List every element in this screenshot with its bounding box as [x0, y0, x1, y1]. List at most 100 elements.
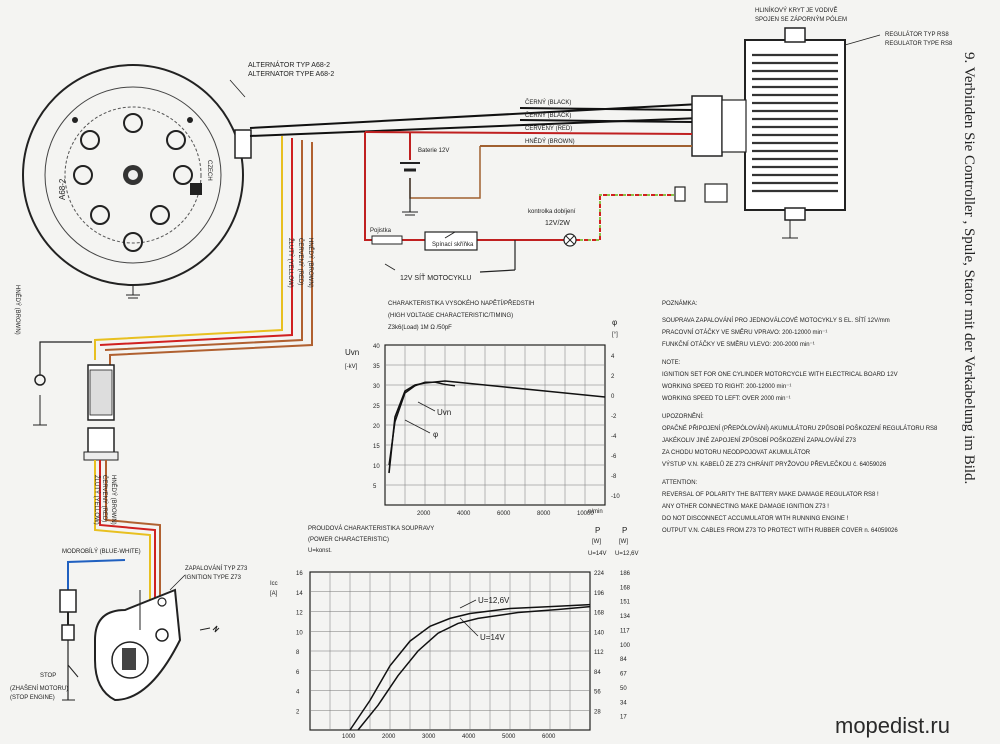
chart1-uvn-curve — [388, 380, 606, 474]
chart2-y-tick: 2 — [296, 709, 300, 715]
lamp-connector-2 — [704, 183, 728, 203]
chart2-p2-tick: 168 — [620, 585, 631, 591]
ground-note-2: SPOJEN SE ZÁPORNÝM PÓLEM — [755, 16, 847, 23]
regulator — [691, 27, 881, 239]
battery — [400, 162, 420, 216]
chart1-x-tick: 6000 — [497, 511, 511, 517]
harness-wires — [364, 107, 693, 273]
chart1-y-tick: 25 — [373, 404, 380, 410]
chart1-phi-curve — [388, 381, 456, 466]
chart1-y2-tick: -8 — [611, 474, 617, 480]
chart1-x-tick: 8000 — [537, 511, 551, 517]
chart2-title-3: U=konst. — [308, 548, 332, 554]
chart2-title-1: PROUDOVÁ CHARAKTERISTIKA SOUPRAVY — [308, 525, 434, 532]
chart2-ylabel-1: Icc — [270, 581, 278, 587]
chart1-y-tick: 20 — [373, 424, 380, 430]
chart2-p1-label: P — [595, 526, 600, 535]
chart2-p1-tick: 56 — [594, 690, 601, 696]
notes-line: ZA CHODU MOTORU NEODPOJOVAT AKUMULÁTOR — [662, 449, 811, 456]
chart2-y-tick: 4 — [296, 690, 300, 696]
lamp-label-1: kontrolka dobíjení — [528, 209, 576, 215]
chart2-p2-volt: U=12,6V — [615, 551, 639, 557]
notes-line: UPOZORNĚNÍ: — [662, 412, 704, 420]
chart2-p2-tick: 117 — [620, 628, 630, 634]
notes-line: IGNITION SET FOR ONE CYLINDER MOTORCYCLE… — [662, 372, 898, 378]
chart1-title-3: Z3k6(Load) 1M Ω /50pF — [388, 325, 452, 331]
chart1-y2-tick: -6 — [611, 454, 617, 460]
battery-label: Baterie 12V — [418, 148, 449, 154]
wire-red-label: ČERVENÝ (RED) — [525, 125, 572, 132]
ignition-unit — [94, 574, 220, 702]
ground-note-1: HLINÍKOVÝ KRYT JE VODIVĚ — [755, 6, 837, 14]
chart1-title-1: CHARAKTERISTIKA VYSOKÉHO NAPĚTÍ/PŘEDSTIH — [388, 299, 534, 307]
notes-heading: POZNÁMKA: — [662, 300, 698, 307]
chart2-u14-curve — [357, 605, 591, 731]
chart2-p1-tick: 196 — [594, 591, 605, 597]
chart1-x-tick: 10000 — [577, 511, 594, 517]
chart2-p1-tick: 140 — [594, 630, 605, 636]
wire-yellow-bot-label: ŽLUTÝ (YELLOW) — [93, 475, 101, 525]
chart1-xunit: n/min — [588, 509, 603, 515]
chart2-y-tick: 8 — [296, 650, 300, 656]
wire-black-label-2: ČERNÝ (BLACK) — [525, 112, 571, 119]
chart1-y-tick: 30 — [373, 384, 380, 390]
chart1-uvn-label: Uvn — [437, 408, 451, 417]
notes-line: NOTE: — [662, 360, 681, 366]
chart2-p2-tick: 34 — [620, 700, 627, 706]
chart2-ylabel-2: [A] — [270, 591, 278, 597]
chart2-p2-tick: 134 — [620, 614, 631, 620]
chart1-ylabel-2: [-kV] — [345, 364, 358, 370]
stop-note-cz: (ZHAŠENÍ MOTORU) — [10, 685, 68, 692]
wire-brown-left-label: HNĚDÝ (BROWN) — [14, 285, 22, 335]
chart1: CHARAKTERISTIKA VYSOKÉHO NAPĚTÍ/PŘEDSTIH… — [345, 299, 620, 517]
chart1-y2label-2: [°] — [612, 332, 618, 338]
notes-line: REVERSAL OF POLARITY THE BATTERY MAKE DA… — [662, 492, 879, 498]
chart1-y2-tick: -4 — [611, 434, 617, 440]
chart2-y-tick: 6 — [296, 670, 300, 676]
notes-line: DO NOT DISCONNECT ACCUMULATOR WITH RUNNI… — [662, 516, 849, 522]
chart2-p2-tick: 186 — [620, 571, 631, 577]
chart2-y-tick: 10 — [296, 630, 303, 636]
side-title: 9. Verbinden Sie Controller , Spule, Sta… — [961, 52, 977, 484]
chart1-y2-tick: -2 — [611, 414, 617, 420]
chart1-y-tick: 15 — [373, 444, 380, 450]
chart1-title-2: (HIGH VOLTAGE CHARACTERISTIC/TIMING) — [388, 313, 513, 319]
chart1-y2-tick: 0 — [611, 394, 615, 400]
chart1-y-tick: 35 — [373, 364, 380, 370]
regulator-label-cz: REGULÁTOR TYP RS8 — [885, 31, 949, 38]
chart2-p2-tick: 67 — [620, 672, 627, 678]
chart2-x-tick: 6000 — [542, 734, 556, 740]
notes-line: ANY OTHER CONNECTING MAKE DAMAGE IGNITIO… — [662, 504, 829, 510]
chart2-p2-tick: 151 — [620, 600, 631, 606]
notes-block: POZNÁMKA: SOUPRAVA ZAPALOVÁNÍ PRO JEDNOV… — [662, 300, 938, 534]
alternator-label-en: ALTERNATOR TYPE A68-2 — [248, 71, 334, 78]
blue-white-label: MODROBÍLÝ (BLUE-WHITE) — [62, 548, 141, 555]
ignition-switch — [424, 231, 478, 251]
chart2-p1-tick: 168 — [594, 611, 605, 617]
wire-brown-bot-label: HNĚDÝ (BROWN) — [110, 475, 118, 525]
chart1-y-tick: 10 — [373, 464, 380, 470]
wire-yellow-top-label: ŽLUTÝ (YELLOW) — [287, 238, 295, 288]
chart1-y2-tick: 4 — [611, 354, 615, 360]
notes-line: FUNKČNÍ OTÁČKY VE SMĚRU VLEVO: 200-2000 … — [662, 340, 815, 348]
notes-line: SOUPRAVA ZAPALOVÁNÍ PRO JEDNOVÁLCOVÉ MOT… — [662, 317, 890, 324]
chart2-p2-label: P — [622, 526, 627, 535]
chart2-p2-tick: 17 — [620, 715, 627, 721]
fuse — [371, 235, 403, 245]
stop-switch — [59, 589, 79, 701]
chart2-y-tick: 14 — [296, 591, 303, 597]
chart2-x-tick: 4000 — [462, 734, 476, 740]
chart2-p2-tick: 100 — [620, 643, 631, 649]
chart2-p2-tick: 84 — [620, 657, 627, 663]
chart1-y-tick: 5 — [373, 484, 377, 490]
chart1-phi-label: φ — [433, 430, 438, 439]
notes-line: WORKING SPEED TO LEFT: OVER 2000 min⁻¹ — [662, 396, 791, 402]
notes-line: OPAČNÉ PŘIPOJENÍ (PŘEPÓLOVÁNÍ) AKUMULÁTO… — [662, 424, 938, 432]
stop-note-en: (STOP ENGINE) — [10, 695, 55, 701]
switch-label: Spínací skříňka — [432, 242, 474, 248]
chart2-p1-volt: U=14V — [588, 551, 607, 557]
notes-line: VÝSTUP V.N. KABELŮ ZE Z73 CHRÁNIT PRYŽOV… — [662, 460, 887, 468]
chart2-p1-tick: 28 — [594, 709, 601, 715]
wire-red-top-label: ČERVENÝ (RED) — [297, 238, 304, 285]
